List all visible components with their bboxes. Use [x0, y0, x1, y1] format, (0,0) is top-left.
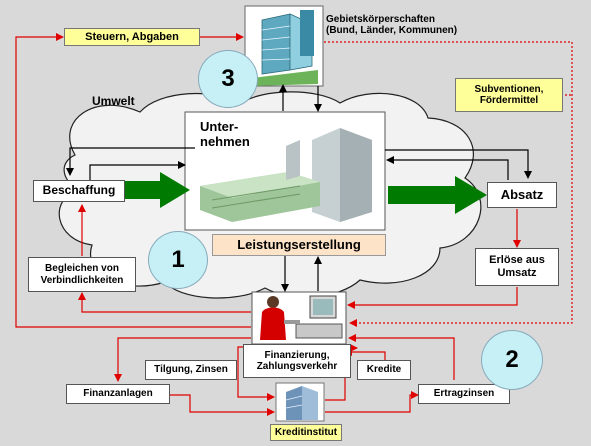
begleichen-box: Begleichen von Verbindlichkeiten: [28, 257, 136, 292]
arrow-finanzanlagen-to-bank: [170, 394, 275, 416]
absatz-box: Absatz: [487, 182, 557, 208]
tilgung-box: Tilgung, Zinsen: [145, 360, 237, 380]
erloese-box: Erlöse aus Umsatz: [475, 248, 559, 286]
finanzierung-box: Finanzierung, Zahlungsverkehr: [243, 344, 351, 378]
kredite-box: Kredite: [357, 360, 411, 380]
arrow-beschaffung-to-company: [89, 161, 186, 180]
finanzanlagen-box: Finanzanlagen: [66, 384, 170, 404]
bank-building-icon: [275, 382, 325, 422]
arrow-company-to-absatz: [385, 149, 532, 179]
ertragszinsen-box: Ertragzinsen: [418, 384, 510, 404]
dotted-line-subventionen: [324, 41, 573, 327]
gebiet-label: Gebietskörperschaften (Bund, Länder, Kom…: [326, 13, 458, 37]
arrow-top-left-loop: [66, 147, 195, 176]
arrow-worker-to-steuern: [15, 33, 251, 328]
circle-2: 2: [481, 330, 543, 390]
unternehmen-label: Unter- nehmen: [200, 119, 250, 149]
office-worker-icon: [251, 291, 347, 345]
company-building-icon: [184, 111, 386, 231]
arrow-worker-to-finanzanlagen: [114, 337, 251, 382]
subventionen-box: Subventionen, Fördermittel: [455, 78, 563, 112]
kreditinstitut-box: Kreditinstitut: [270, 424, 342, 441]
circle-3: 3: [198, 50, 258, 108]
circle-1: 1: [148, 231, 208, 289]
umwelt-label: Umwelt: [92, 94, 135, 109]
arrow-ertragzinsen-to-worker: [348, 334, 455, 380]
arrow-erloese-to-worker: [347, 287, 518, 309]
beschaffung-box: Beschaffung: [33, 180, 125, 202]
arrow-bank-to-ertragzinsen: [325, 391, 419, 413]
green-arrow-beschaffung: [125, 172, 190, 208]
green-arrow-absatz: [388, 176, 487, 214]
government-building-icon: [244, 5, 324, 87]
arrow-absatz-to-company: [386, 156, 509, 180]
arrow-kredite-to-worker: [344, 348, 386, 363]
steuern-box: Steuern, Abgaben: [64, 28, 200, 46]
arrow-worker-to-begleichen: [78, 292, 251, 313]
leistung-box: Leistungserstellung: [212, 234, 386, 256]
